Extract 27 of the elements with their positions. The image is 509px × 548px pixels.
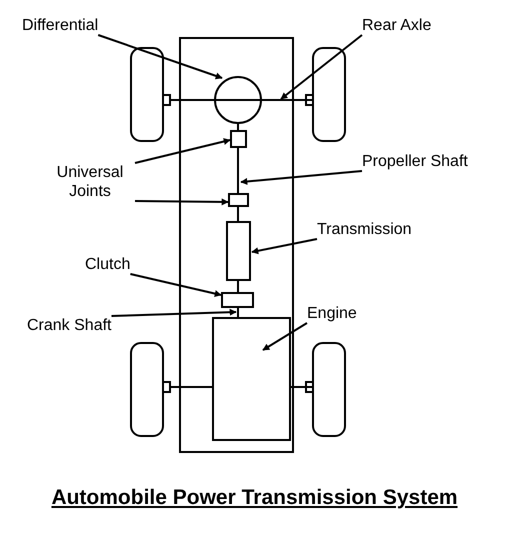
shaft-bar: [237, 147, 239, 194]
leader-line: [240, 170, 362, 185]
shaft-bar: [237, 307, 239, 318]
part-label: Engine: [307, 304, 357, 323]
component-box: [230, 130, 247, 148]
leader-line: [111, 308, 237, 317]
leader-line: [130, 273, 222, 297]
differential-circle: [214, 76, 262, 124]
leader-line: [134, 198, 229, 206]
component-box: [228, 193, 249, 207]
diagram-title: Automobile Power Transmission System: [51, 486, 458, 509]
shaft-bar: [170, 99, 313, 101]
leader-line: [251, 238, 318, 254]
part-label: Propeller Shaft: [362, 152, 468, 171]
component-box: [212, 317, 291, 441]
component-box: [226, 221, 251, 281]
part-label: Differential: [22, 16, 98, 35]
leader-line: [262, 322, 308, 351]
component-box: [221, 292, 254, 308]
part-label: Rear Axle: [362, 16, 432, 35]
part-label: Universal Joints: [45, 163, 135, 201]
leader-line: [280, 34, 363, 100]
leader-line: [134, 138, 231, 164]
part-label: Clutch: [85, 255, 130, 274]
part-label: Transmission: [317, 220, 412, 239]
part-label: Crank Shaft: [27, 316, 112, 335]
leader-line: [98, 34, 223, 80]
